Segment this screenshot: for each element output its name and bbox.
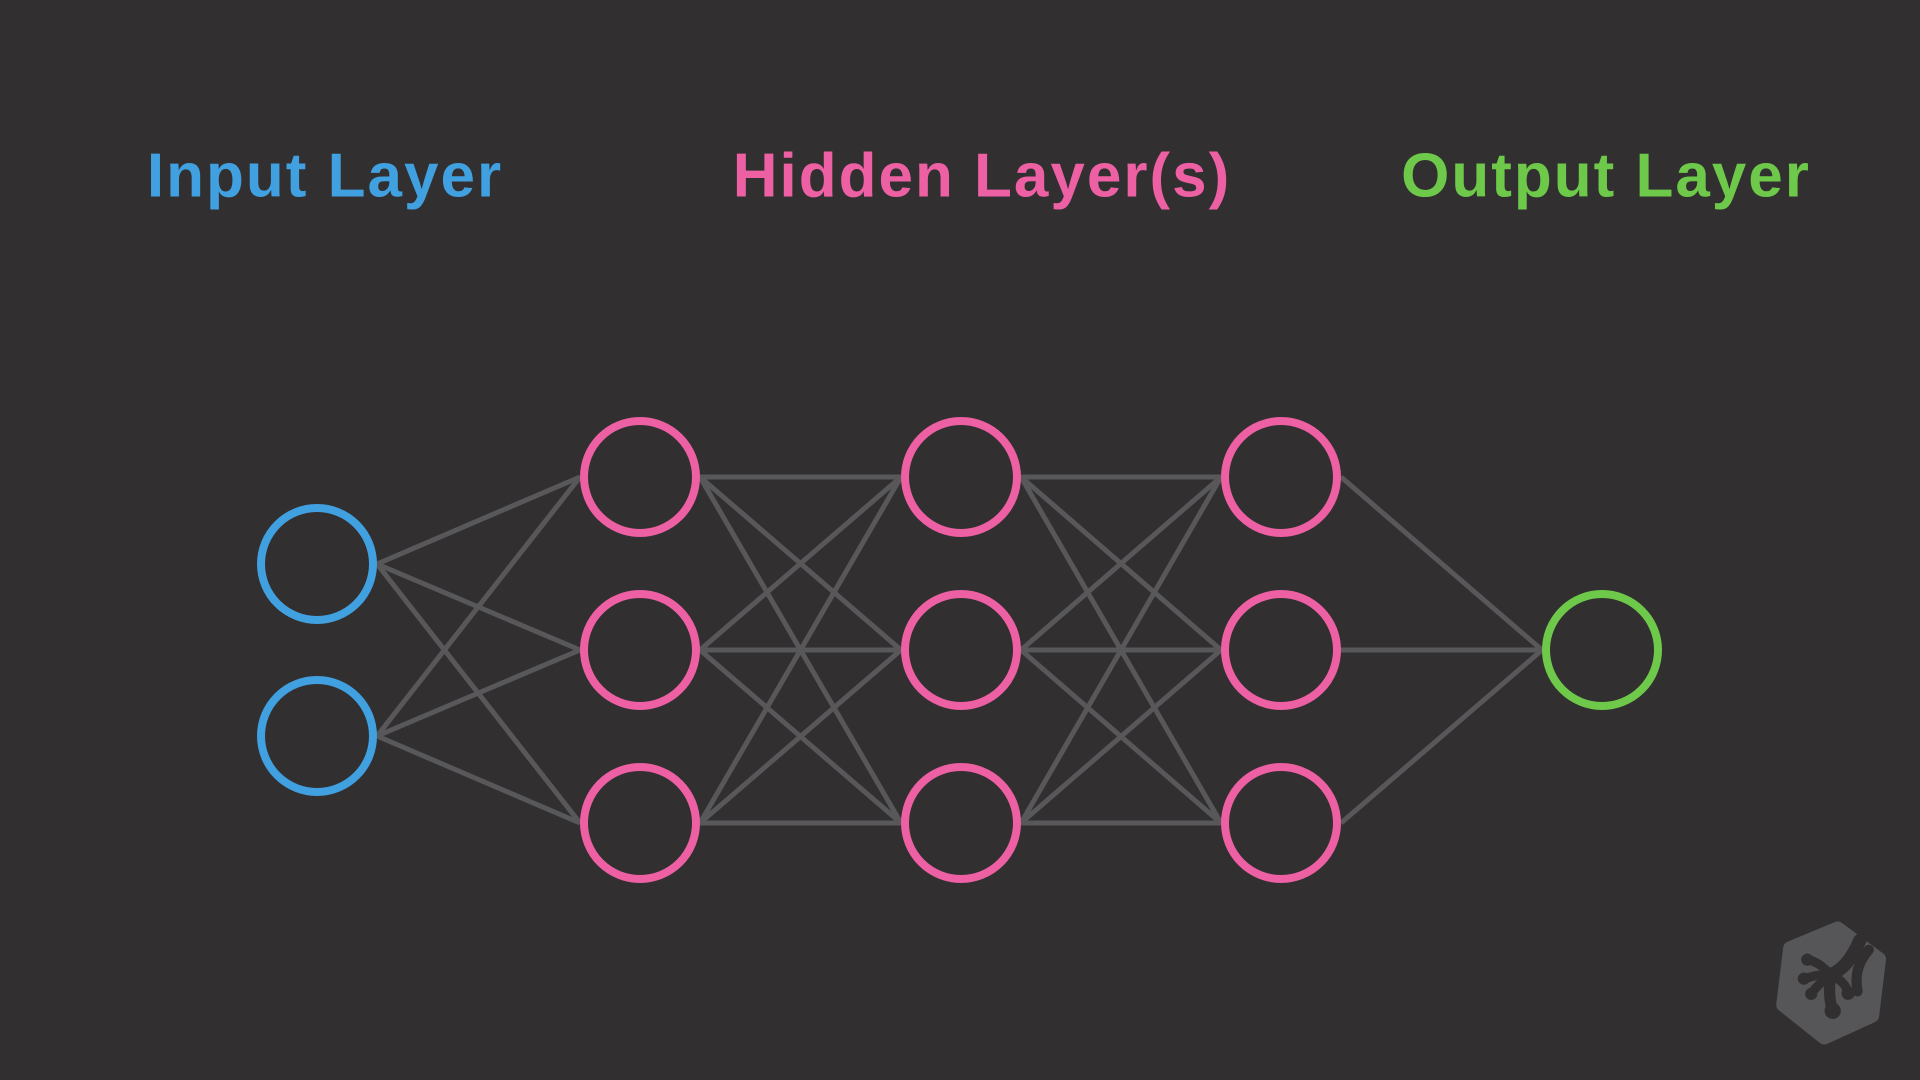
edge-hidden-1-2-to-hidden-2-1: [698, 475, 903, 652]
edge-hidden-1-3-to-hidden-2-1: [697, 475, 904, 825]
edge-hidden-2-3-to-hidden-3-1: [1018, 475, 1224, 825]
hidden-layer-label: Hidden Layer(s): [732, 141, 1232, 211]
treehouse-logo: [1776, 921, 1887, 1045]
hidden-1-node-2: [580, 590, 700, 710]
hidden-2-node-3: [901, 763, 1021, 883]
output-node-1: [1542, 590, 1662, 710]
edge-hidden-2-2-to-hidden-3-1: [1019, 475, 1223, 652]
hidden-1-node-1: [580, 417, 700, 537]
input-node-2: [257, 676, 377, 796]
hidden-3-node-3: [1221, 763, 1341, 883]
edge-input-2-to-hidden-1-3: [376, 733, 581, 826]
edge-input-1-to-hidden-1-1: [376, 474, 581, 567]
edge-input-2-to-hidden-1-2: [376, 647, 581, 739]
hidden-2-node-2: [901, 590, 1021, 710]
logo-branch-cutout: [1797, 933, 1874, 1019]
input-layer-label: Input Layer: [146, 141, 504, 211]
hidden-2-node-1: [901, 417, 1021, 537]
output-layer-label: Output Layer: [1401, 141, 1811, 211]
edge-hidden-1-3-to-hidden-2-2: [698, 648, 903, 825]
hidden-3-node-1: [1221, 417, 1341, 537]
hidden-3-node-2: [1221, 590, 1341, 710]
edge-hidden-3-3-to-output-1: [1339, 648, 1544, 825]
edge-input-2-to-hidden-1-1: [375, 475, 582, 738]
edge-hidden-3-1-to-output-1: [1339, 475, 1544, 652]
edge-hidden-2-3-to-hidden-3-2: [1019, 648, 1223, 825]
hidden-1-node-3: [580, 763, 700, 883]
input-node-1: [257, 504, 377, 624]
